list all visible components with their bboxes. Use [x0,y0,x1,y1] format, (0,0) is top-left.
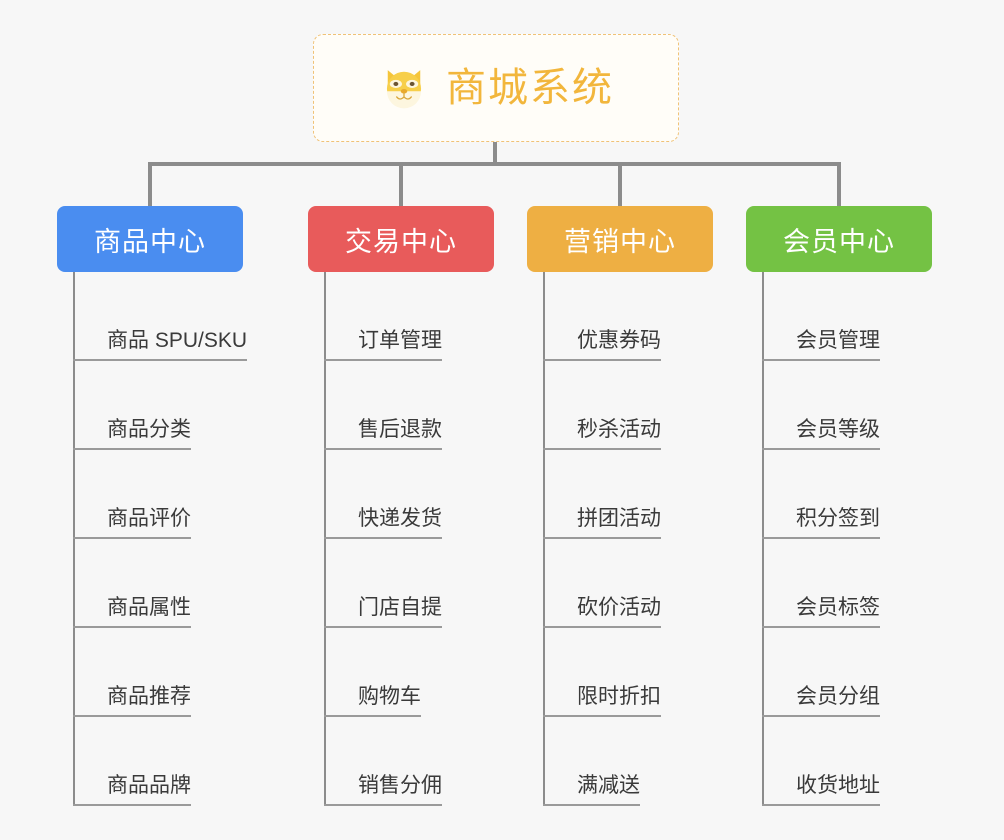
category-box-1[interactable]: 商品中心 [57,206,243,272]
leaf-item[interactable]: 商品 SPU/SKU [73,272,248,361]
leaf-rail [543,272,545,806]
leaf-column-1: 商品 SPU/SKU 商品分类商品评价商品属性商品推荐商品品牌 [73,272,248,806]
leaf-item-label: 满减送 [543,773,640,806]
leaf-rail [762,272,764,806]
root-node[interactable]: 商城系统 [313,34,679,142]
leaf-item-label: 会员分组 [762,684,880,717]
category-label: 营销中心 [564,226,676,257]
category-label: 商品中心 [94,226,206,257]
leaf-item-label: 优惠券码 [543,328,661,361]
dog-face-icon [378,62,430,114]
leaf-item-label: 订单管理 [324,328,442,361]
leaf-column-2: 订单管理售后退款快递发货门店自提购物车销售分佣 [324,272,442,806]
leaf-item[interactable]: 订单管理 [324,272,442,361]
leaf-item[interactable]: 门店自提 [324,539,442,628]
category-box-3[interactable]: 营销中心 [527,206,713,272]
leaf-item[interactable]: 商品属性 [73,539,247,628]
leaf-item[interactable]: 商品推荐 [73,628,247,717]
leaf-item-label: 商品分类 [73,417,191,450]
leaf-rail [73,272,75,806]
leaf-item[interactable]: 限时折扣 [543,628,661,717]
leaf-item-label: 收货地址 [762,773,880,806]
leaf-item-label: 会员标签 [762,595,880,628]
category-label: 交易中心 [345,226,457,257]
leaf-item[interactable]: 商品评价 [73,450,247,539]
leaf-item[interactable]: 积分签到 [762,450,880,539]
leaf-item-label: 售后退款 [324,417,442,450]
leaf-item[interactable]: 商品分类 [73,361,247,450]
leaf-item-label: 商品属性 [73,595,191,628]
connector-bus-bar [150,162,840,166]
leaf-column-4: 会员管理会员等级积分签到会员标签会员分组收货地址 [762,272,880,806]
leaf-item-label: 积分签到 [762,506,880,539]
connector-category-3 [618,162,622,206]
leaf-column-3: 优惠券码秒杀活动拼团活动砍价活动限时折扣满减送 [543,272,661,806]
leaf-item-label: 拼团活动 [543,506,661,539]
leaf-item-label: 商品 SPU/SKU [73,328,248,361]
connector-root-stem [493,142,497,164]
leaf-item-label: 商品评价 [73,506,191,539]
leaf-item-label: 秒杀活动 [543,417,661,450]
leaf-item[interactable]: 秒杀活动 [543,361,661,450]
leaf-item[interactable]: 拼团活动 [543,450,661,539]
leaf-item[interactable]: 收货地址 [762,717,880,806]
leaf-item[interactable]: 砍价活动 [543,539,661,628]
leaf-item[interactable]: 购物车 [324,628,442,717]
connector-category-1 [148,162,152,206]
leaf-item[interactable]: 售后退款 [324,361,442,450]
leaf-item-label: 门店自提 [324,595,442,628]
category-box-2[interactable]: 交易中心 [308,206,494,272]
leaf-item-label: 会员管理 [762,328,880,361]
leaf-item-label: 商品推荐 [73,684,191,717]
leaf-item-label: 销售分佣 [324,773,442,806]
leaf-item[interactable]: 会员管理 [762,272,880,361]
leaf-item[interactable]: 销售分佣 [324,717,442,806]
leaf-item[interactable]: 商品品牌 [73,717,247,806]
category-label: 会员中心 [783,226,895,257]
connector-category-4 [837,162,841,206]
leaf-item-label: 商品品牌 [73,773,191,806]
leaf-item[interactable]: 优惠券码 [543,272,661,361]
leaf-item[interactable]: 会员等级 [762,361,880,450]
leaf-item[interactable]: 会员分组 [762,628,880,717]
leaf-rail [324,272,326,806]
category-box-4[interactable]: 会员中心 [746,206,932,272]
leaf-item-label: 砍价活动 [543,595,661,628]
leaf-item-label: 会员等级 [762,417,880,450]
leaf-item-label: 购物车 [324,684,421,717]
leaf-item[interactable]: 满减送 [543,717,661,806]
root-title: 商城系统 [446,66,614,110]
connector-category-2 [399,162,403,206]
leaf-item-label: 快递发货 [324,506,442,539]
leaf-item-label: 限时折扣 [543,684,661,717]
leaf-item[interactable]: 会员标签 [762,539,880,628]
leaf-item[interactable]: 快递发货 [324,450,442,539]
